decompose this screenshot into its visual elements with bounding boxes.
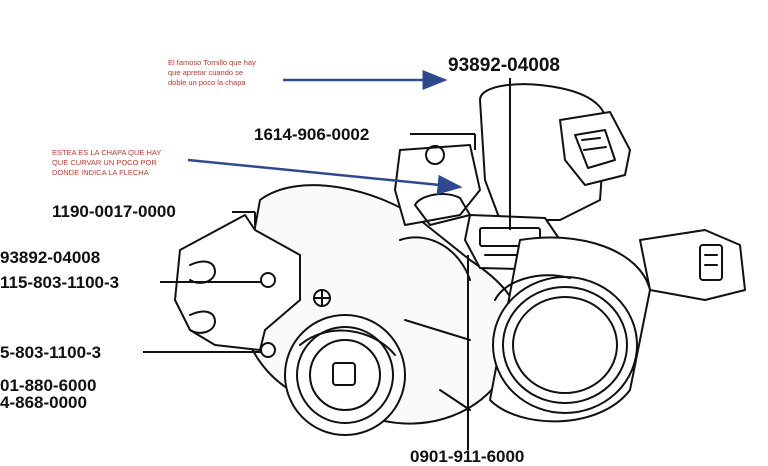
- chapa-note: ESTEA ES LA CHAPA QUE HAY QUE CURVAR UN …: [52, 148, 161, 178]
- part-number-bracket-bolt: 1614-906-0002: [254, 125, 370, 144]
- throttle-body-illustration: [174, 83, 746, 436]
- chapa-note-line-3: DONDE INDICA LA FLECHA: [52, 168, 149, 177]
- tornillo-note-line-1: El famoso Tornillo que hay: [168, 58, 256, 67]
- tornillo-note-line-3: doble un poco la chapa: [168, 78, 246, 87]
- part-number-left-top: 1190-0017-0000: [52, 202, 176, 221]
- part-number-bottom: 0901-911-6000: [410, 447, 525, 466]
- part-number-left-bottom-1: 01-880-6000: [0, 376, 97, 395]
- part-number-left-screw-lower: 5-803-1100-3: [0, 343, 102, 362]
- chapa-note-line-1: ESTEA ES LA CHAPA QUE HAY: [52, 148, 162, 157]
- tornillo-note-line-2: que apretar cuando se: [168, 68, 244, 77]
- side-connector: [639, 229, 746, 301]
- pulley-outer: [284, 314, 406, 436]
- part-number-left-bottom-2: 4-868-0000: [0, 393, 87, 412]
- leader-lines: [143, 78, 511, 450]
- annotation-arrows: [187, 70, 463, 195]
- part-number-top-sensor: 93892-04008: [448, 55, 560, 76]
- tornillo-note: El famoso Tornillo que hay que apretar c…: [168, 58, 256, 88]
- part-number-left-sensor: 93892-04008: [0, 248, 101, 267]
- part-number-left-screw-upper: 115-803-1100-3: [0, 273, 120, 292]
- chapa-arrow: [187, 158, 463, 195]
- chapa-note-line-2: QUE CURVAR UN POCO POR: [52, 158, 157, 167]
